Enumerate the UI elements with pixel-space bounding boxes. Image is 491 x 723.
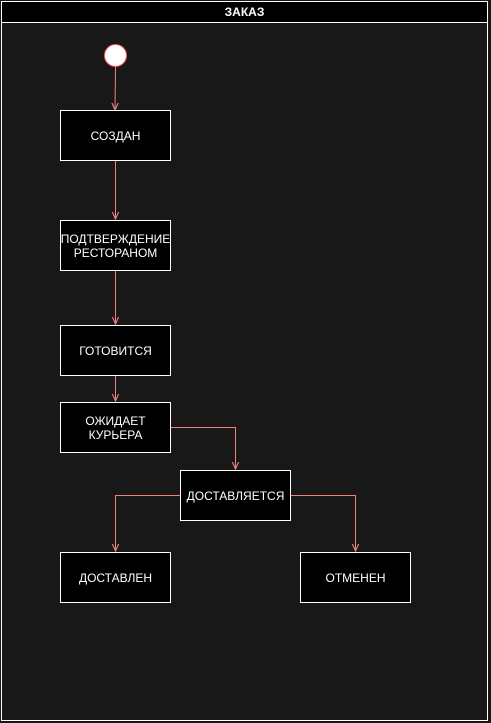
state-awaiting-courier[interactable]: ОЖИДАЕТ КУРЬЕРА	[60, 402, 171, 453]
state-cancelled-label: ОТМЕНЕН	[325, 570, 386, 585]
frame-title-bar: ЗАКАЗ	[1, 1, 488, 23]
state-delivering[interactable]: ДОСТАВЛЯЕТСЯ	[180, 470, 291, 521]
diagram-title: ЗАКАЗ	[224, 5, 265, 19]
state-awaiting-courier-label: ОЖИДАЕТ КУРЬЕРА	[85, 413, 146, 442]
state-delivering-label: ДОСТАВЛЯЕТСЯ	[186, 488, 285, 503]
initial-state-node	[104, 44, 127, 67]
state-delivered[interactable]: ДОСТАВЛЕН	[60, 552, 171, 603]
state-created[interactable]: СОЗДАН	[60, 110, 171, 161]
state-restaurant-confirmation-label: ПОДТВЕРЖДЕНИЕ РЕСТОРАНОМ	[60, 231, 171, 260]
state-cancelled[interactable]: ОТМЕНЕН	[300, 552, 411, 603]
state-created-label: СОЗДАН	[90, 128, 141, 143]
state-restaurant-confirmation[interactable]: ПОДТВЕРЖДЕНИЕ РЕСТОРАНОМ	[60, 220, 171, 271]
state-delivered-label: ДОСТАВЛЕН	[78, 570, 153, 585]
state-cooking-label: ГОТОВИТСЯ	[79, 343, 152, 358]
state-cooking[interactable]: ГОТОВИТСЯ	[60, 325, 171, 376]
